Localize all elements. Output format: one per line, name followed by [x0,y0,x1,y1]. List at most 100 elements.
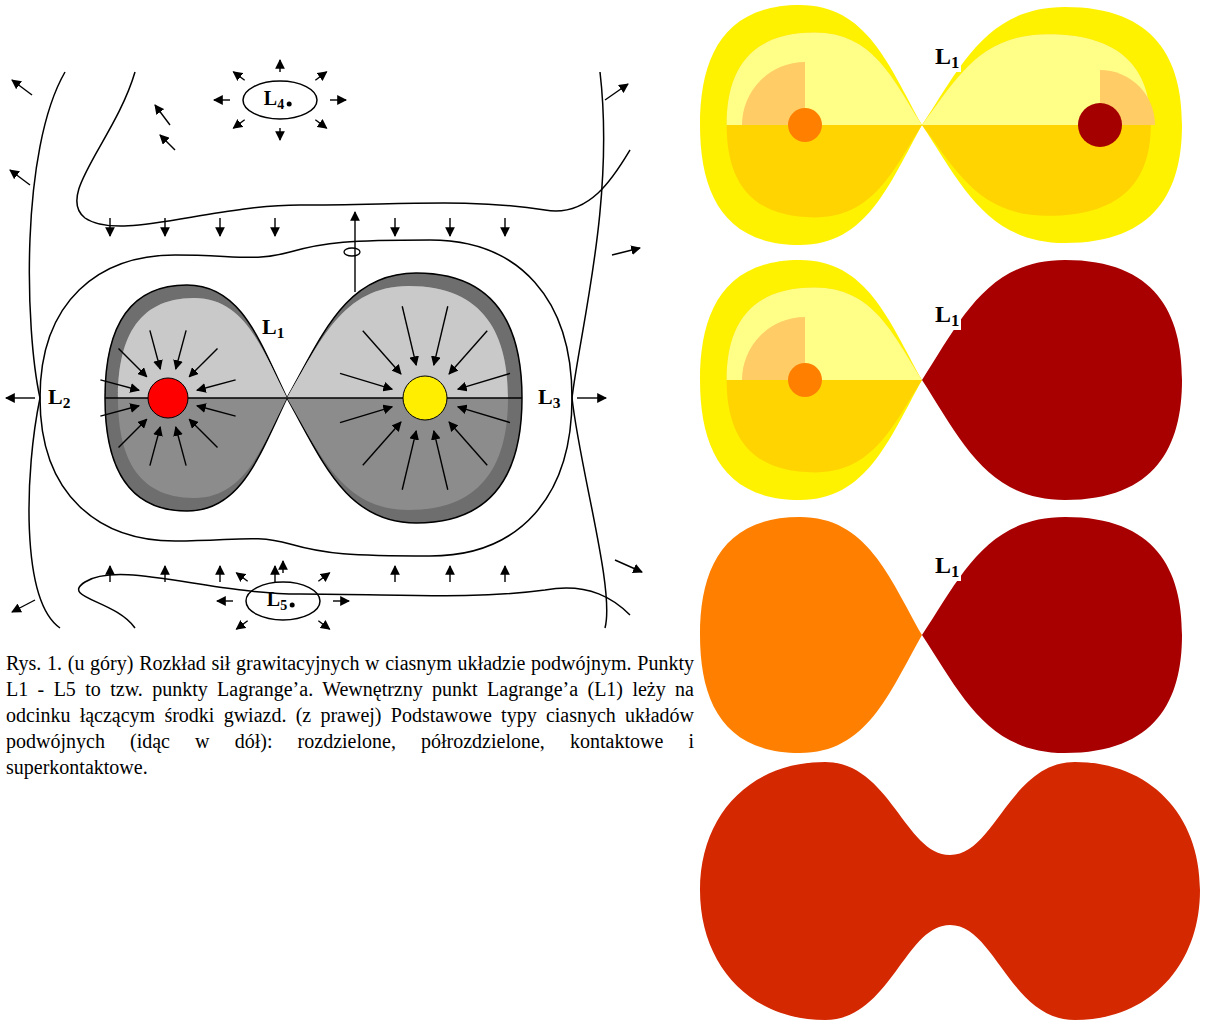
force-arrow [318,621,329,629]
force-arrow [150,330,160,369]
force-arrow [458,373,510,389]
lagrange-point [287,102,292,107]
equipotential-line [40,240,572,556]
equipotential-line [77,72,630,226]
force-arrow [233,120,244,128]
force-arrow [330,99,346,100]
force-arrow [504,566,505,582]
stellar-envelope [922,260,1182,500]
lagrange-label: L1 [933,553,961,581]
force-arrow [274,218,275,236]
force-arrow [434,431,448,490]
force-arrow [363,422,401,465]
force-arrow [449,422,487,465]
force-arrow [176,427,186,466]
force-arrow [12,600,35,612]
force-arrow [434,306,448,365]
force-arrow [119,419,147,447]
subscript: 1 [951,53,959,72]
force-arrow [119,349,147,377]
oval-outline [246,582,320,620]
force-arrow [449,218,450,236]
subscript: 1 [951,562,959,581]
force-arrow [458,407,510,423]
equipotential-line [29,72,65,628]
roche-lobe-inner [287,286,508,398]
force-arrow [318,573,329,581]
force-arrow [160,135,175,150]
subscript: 1 [951,311,959,330]
force-arrow [164,218,165,236]
stellar-interior [727,288,922,473]
equipotential-line [572,72,607,628]
force-arrow [214,99,230,100]
force-arrow [233,72,244,80]
star [403,376,447,420]
stellar-envelope [922,517,1182,753]
force-arrow [176,330,186,369]
star [788,108,822,142]
lagrange-label: L5 [267,589,287,613]
lagrange-label: L1 [933,302,961,330]
force-arrow [217,600,233,601]
force-arrow [363,331,401,374]
star [148,378,188,418]
subscript: 3 [553,394,561,411]
force-arrow [219,218,220,236]
force-arrow [333,600,349,601]
force-arrow [315,120,326,128]
roche-lobe-inner [118,298,287,398]
force-arrow [340,373,392,389]
force-arrow [100,406,139,416]
force-arrow [197,380,236,390]
force-arrow [150,427,160,466]
force-arrow [279,60,280,72]
lagrange-label: L2 [46,386,72,410]
stellar-interior [727,33,922,218]
force-arrow [340,407,392,423]
stellar-interior [727,33,922,125]
stellar-interior [922,34,1151,216]
force-arrow [6,397,35,398]
lagrange-label: L1 [933,44,961,72]
force-arrow [394,566,395,582]
force-arrow [10,170,30,185]
common-envelope [700,762,1200,1020]
subscript: 1 [277,324,285,341]
force-arrow [315,72,326,80]
lagrange-label: L1 [260,316,286,340]
force-arrow [109,218,110,236]
force-arrow [236,573,247,581]
force-arrow [577,397,606,398]
force-arrow [109,566,110,582]
stellar-envelope [700,517,922,753]
stellar-envelope [700,260,922,500]
lagrange-region: L5 [245,581,321,621]
subscript: 5 [280,598,287,613]
stellar-interior [727,288,922,380]
force-arrow [274,566,275,582]
force-arrow [279,128,280,140]
stellar-envelope [922,7,1182,243]
lagrange-label: L3 [536,386,562,410]
figure-caption: Rys. 1. (u góry) Rozkład sił grawitacyjn… [6,650,694,780]
rotation-symbol [344,248,360,256]
star [1078,103,1122,147]
oval-outline [243,81,317,119]
force-arrow [189,349,217,377]
force-arrow [197,406,236,416]
force-arrow [394,218,395,236]
equipotential-line [79,575,630,628]
star [788,363,822,397]
lagrange-region: L4 [242,80,318,120]
force-arrow [282,561,283,573]
subscript: 4 [277,97,284,112]
force-arrow [219,566,220,582]
force-arrow [605,84,628,100]
force-arrow [504,218,505,236]
force-arrow [615,560,642,572]
force-arrow [402,431,416,490]
lagrange-label: L4 [264,88,284,112]
